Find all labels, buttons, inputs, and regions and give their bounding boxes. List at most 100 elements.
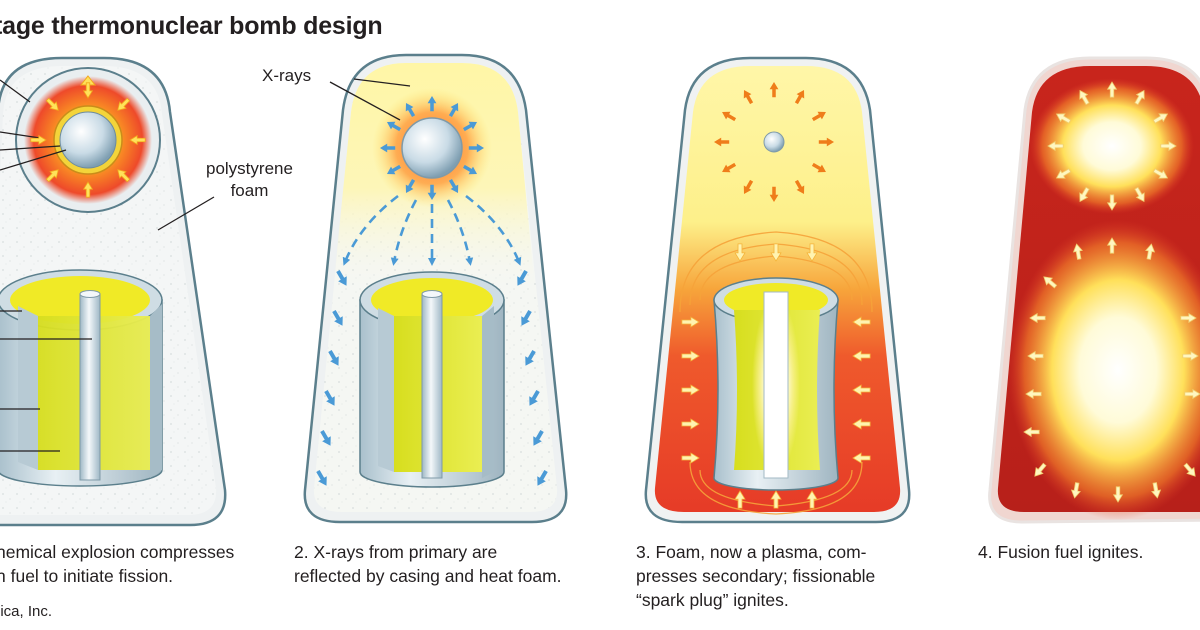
- xray-arrow: [448, 178, 459, 194]
- panel-2-xrays: [303, 53, 568, 524]
- reflected-xray-arrow: [537, 469, 548, 486]
- reflected-xray-arrow: [328, 349, 339, 366]
- fusion-arrow: [1134, 186, 1145, 203]
- implosion-arrow: [129, 134, 146, 146]
- compression-arrow: [681, 316, 700, 328]
- primary-sphere: [401, 117, 463, 179]
- caption-3-line-3: “spark plug” ignites.: [636, 590, 789, 610]
- caption-3-line-1: 3. Foam, now a plasma, com-: [636, 542, 867, 562]
- reflected-xray-arrow: [525, 349, 536, 366]
- fusion-arrow: [1160, 140, 1177, 152]
- expansion-arrow: [794, 90, 805, 105]
- fusion-arrow: [1134, 89, 1145, 106]
- reflected-xray-arrow: [529, 389, 540, 406]
- caption-step-2: 2. X-rays from primary are reflected by …: [294, 540, 562, 588]
- implosion-arrow: [30, 134, 47, 146]
- compression-arrow: [852, 350, 871, 362]
- compression-arrow: [734, 490, 746, 509]
- page-title: tage thermonuclear bomb design: [0, 12, 383, 40]
- compression-arrow: [852, 452, 871, 464]
- xray-arrow: [468, 143, 484, 153]
- fusion-arrow: [1112, 486, 1124, 503]
- reflected-xray-arrow: [332, 309, 343, 326]
- polystyrene-label-line-2: foam: [230, 181, 269, 200]
- implosion-arrow: [82, 181, 94, 198]
- compression-arrow: [681, 384, 700, 396]
- fusion-arrow: [1029, 312, 1046, 324]
- primary-remnant: [763, 131, 785, 153]
- fusion-arrow: [1151, 482, 1162, 499]
- fusion-arrow: [1047, 140, 1064, 152]
- secondary-fusion-glow: [1008, 220, 1200, 520]
- compression-arrow: [806, 243, 818, 262]
- panel-1-primary-explodes: [0, 56, 227, 527]
- reflected-xray-arrow: [324, 389, 335, 406]
- expansion-arrow: [714, 137, 730, 147]
- arrow-layer: [30, 81, 1200, 509]
- xray-paths: [342, 194, 522, 266]
- compression-arrow: [852, 418, 871, 430]
- fusion-arrow: [1072, 243, 1083, 260]
- panel-3-plasma: [644, 56, 911, 524]
- spark-plug-rod: [763, 291, 789, 479]
- xray-arrow: [462, 164, 478, 175]
- implosion-arrow: [82, 82, 94, 99]
- implosion-arrow: [117, 169, 131, 183]
- fusion-arrow: [1034, 462, 1047, 477]
- expansion-arrow: [794, 179, 805, 194]
- xrays-label: X-rays: [262, 66, 312, 85]
- compression-arrow: [852, 316, 871, 328]
- expansion-arrow: [811, 162, 826, 173]
- reflected-xray-arrow: [316, 469, 327, 486]
- caption-2-line-2: reflected by casing and heat foam.: [294, 566, 562, 586]
- reflected-xray-arrow: [521, 309, 532, 326]
- fusion-arrow: [1023, 426, 1040, 438]
- leader-lines-panel-1: [0, 79, 215, 452]
- fusion-arrow: [1043, 276, 1058, 289]
- compression-arrow: [681, 418, 700, 430]
- reflected-xray-arrow: [320, 429, 331, 446]
- reflected-xray-arrow: [517, 269, 528, 286]
- implosion-arrow: [45, 169, 59, 183]
- fusion-arrow: [1055, 168, 1072, 179]
- spark-plug-rod: [421, 293, 443, 479]
- caption-step-4: 4. Fusion fuel ignites.: [978, 540, 1143, 564]
- compression-arrow: [770, 243, 782, 262]
- fusion-arrow: [1106, 194, 1118, 211]
- expansion-arrow: [722, 162, 737, 173]
- primary-fusion-glow: [1030, 78, 1194, 214]
- xrays-leader: [329, 81, 401, 121]
- implosion-arrow: [45, 97, 59, 111]
- fusion-arrow: [1106, 237, 1118, 254]
- caption-1-line-1: hemical explosion compresses: [0, 542, 235, 562]
- compression-arrow: [806, 490, 818, 509]
- compression-arrow: [770, 490, 782, 509]
- fusion-arrow: [1079, 89, 1090, 106]
- caption-4-line-1: 4. Fusion fuel ignites.: [978, 542, 1144, 562]
- fusion-arrow: [1152, 168, 1169, 179]
- xray-arrow: [427, 96, 437, 112]
- fusion-arrow: [1027, 350, 1044, 362]
- copyright-credit: nica, Inc.: [0, 603, 53, 620]
- expansion-arrow: [811, 111, 826, 122]
- xray-arrow: [405, 178, 416, 194]
- expansion-arrow: [769, 186, 779, 202]
- fusion-arrow: [1025, 388, 1042, 400]
- caption-1-line-2: n fuel to initiate fission.: [0, 566, 174, 586]
- spark-plug-rod: [79, 293, 101, 481]
- caption-step-3: 3. Foam, now a plasma, com- presses seco…: [636, 540, 875, 612]
- secondary-cylinder: [0, 269, 163, 487]
- fusion-arrow: [1183, 462, 1196, 477]
- reflected-xray-arrow: [533, 429, 544, 446]
- compression-arrow: [852, 384, 871, 396]
- fusion-arrow: [1070, 482, 1081, 499]
- fusion-arrow: [1106, 81, 1118, 98]
- caption-step-1: hemical explosion compresses n fuel to i…: [0, 540, 234, 588]
- expansion-arrow: [818, 137, 834, 147]
- plutonium-core: [59, 111, 117, 169]
- expansion-arrow: [743, 90, 754, 105]
- xray-arrow: [386, 164, 402, 175]
- fusion-arrow: [1182, 350, 1199, 362]
- panel-4-fusion: [988, 56, 1200, 524]
